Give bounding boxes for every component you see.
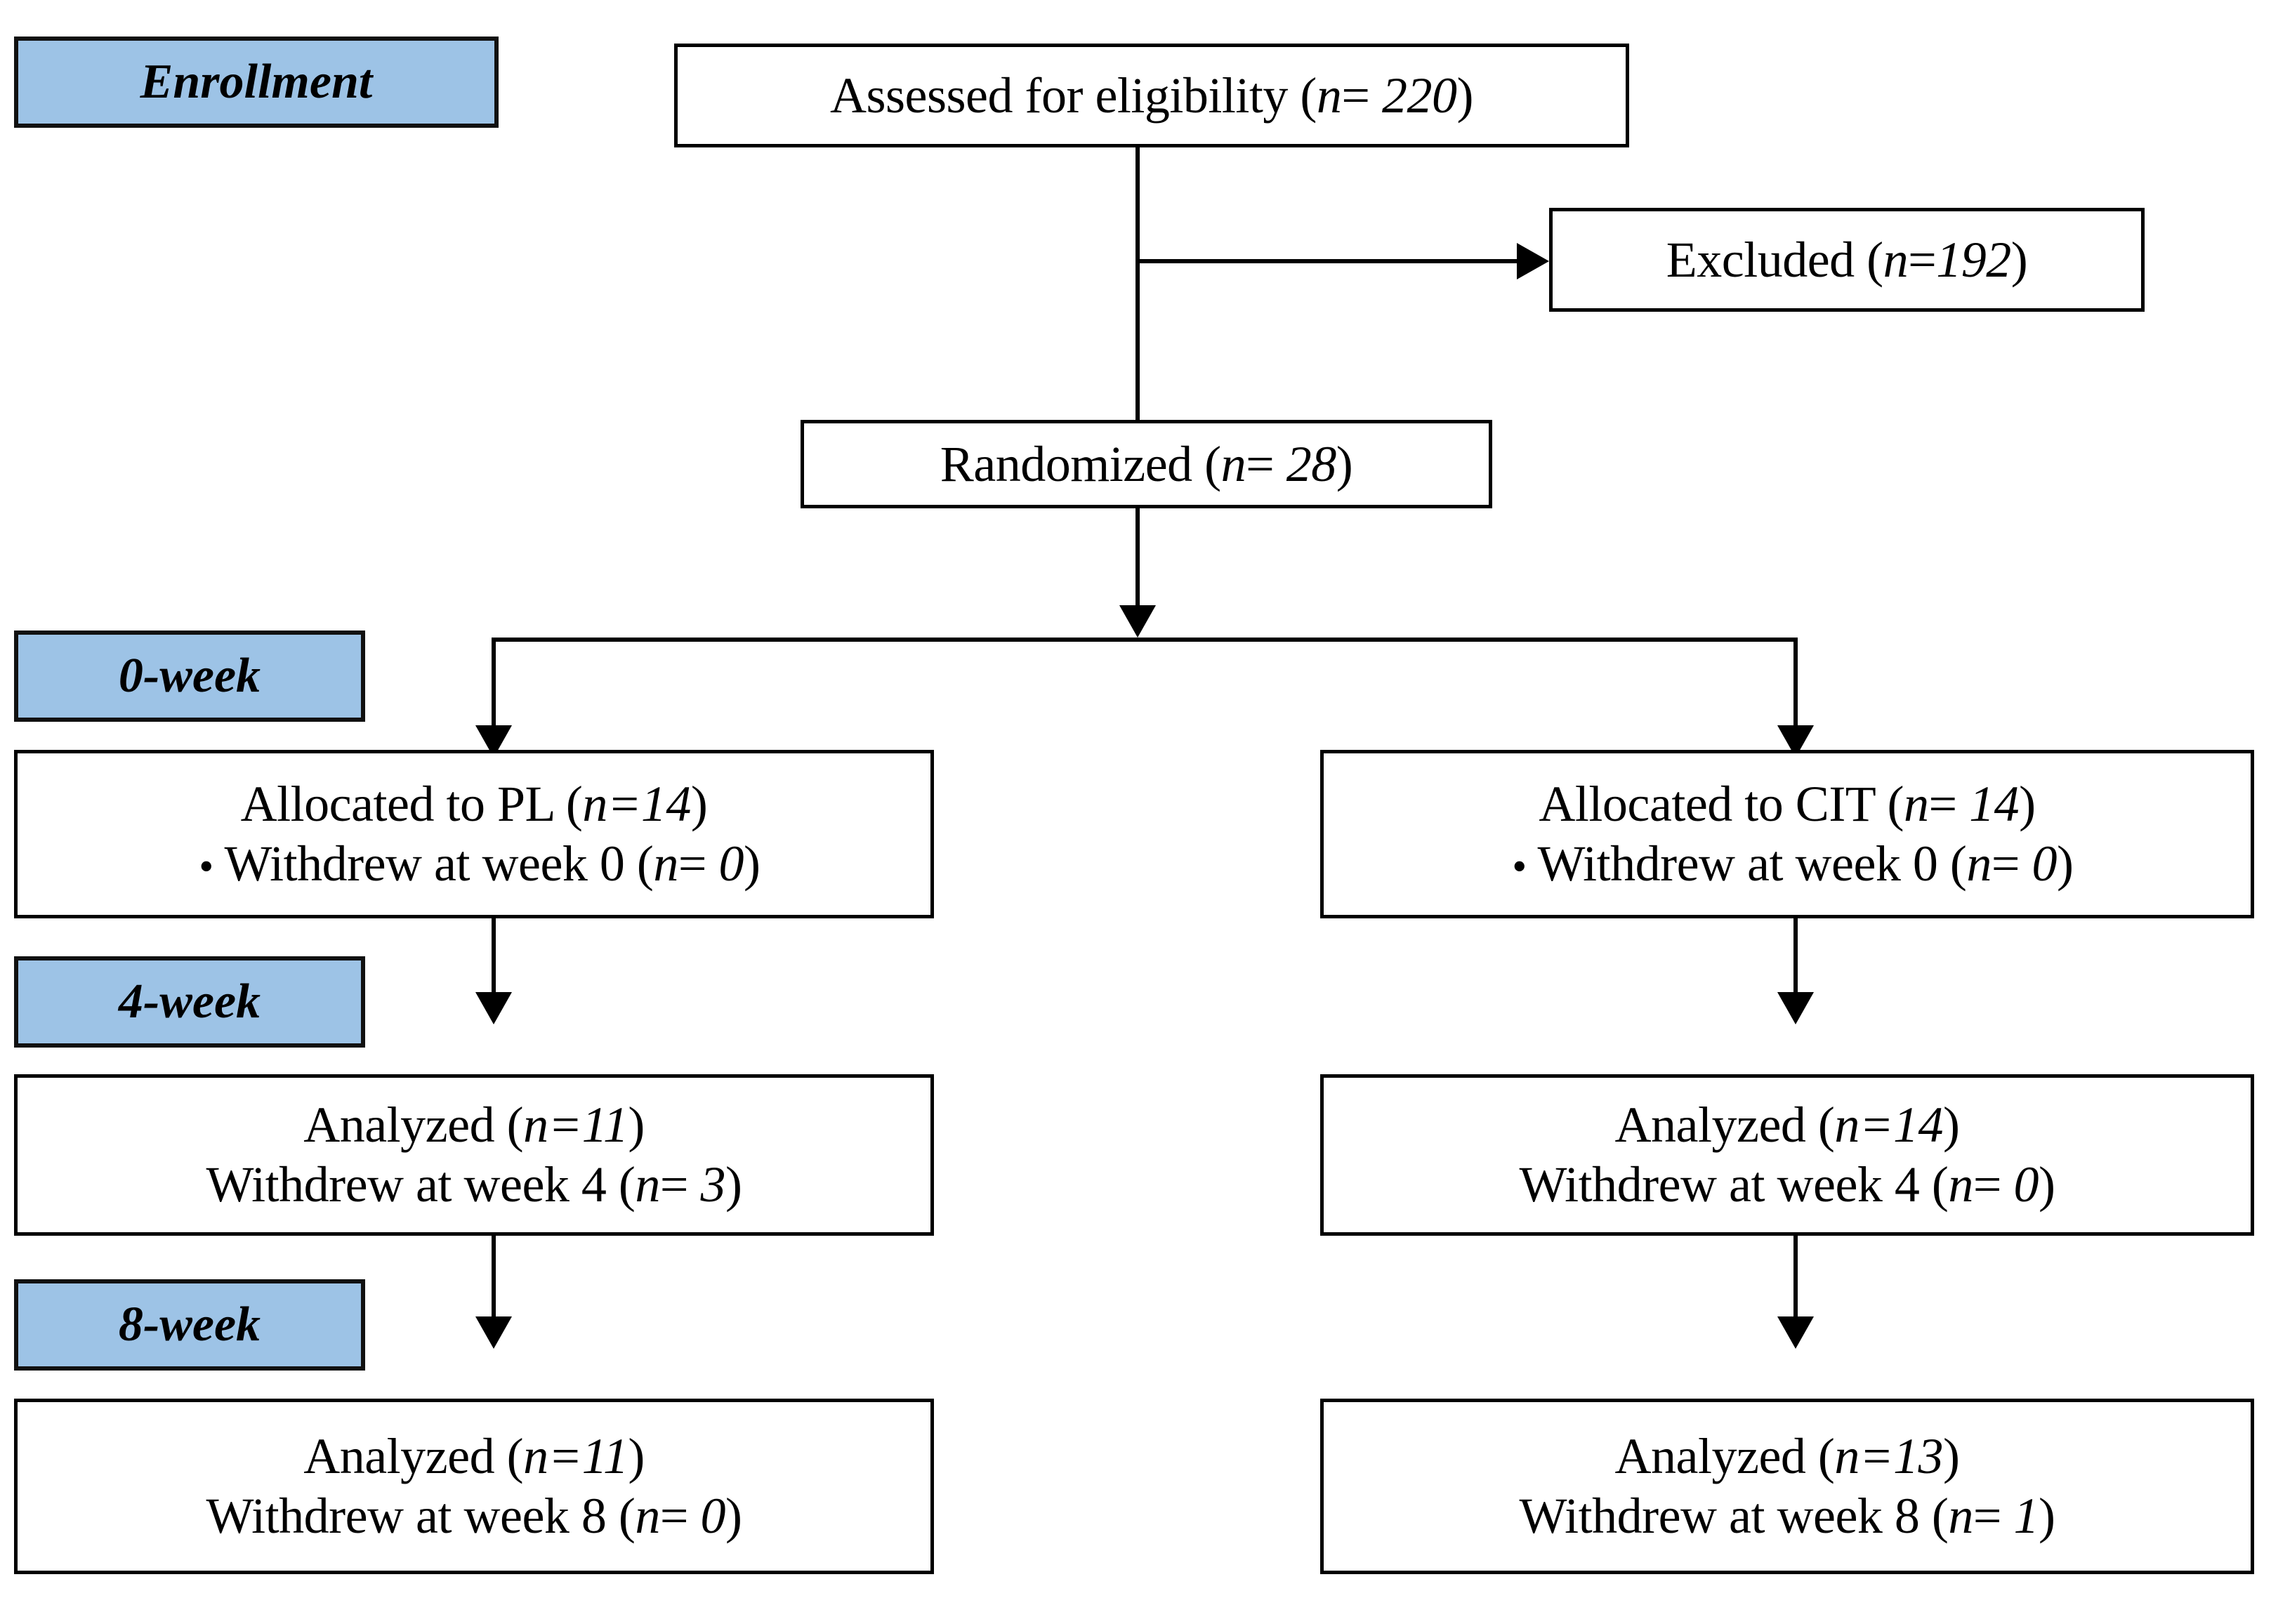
connector-cit-week4-to-week8 <box>1793 1236 1798 1323</box>
n-symbol: n <box>1316 67 1342 124</box>
node-pl-week4-line1: Analyzed (n=11) <box>303 1097 645 1154</box>
node-allocated-pl: Allocated to PL (n=14) •Withdrew at week… <box>14 750 934 918</box>
node-allocated-cit-line1: Allocated to CIT (n= 14) <box>1539 776 2036 833</box>
n-symbol: n <box>1883 231 1909 288</box>
bullet-icon: • <box>1512 843 1527 890</box>
node-cit-week8-line1: Analyzed (n=13) <box>1614 1428 1960 1485</box>
n-value: 1 <box>2013 1488 2039 1544</box>
node-excluded-text: Excluded (n=192) <box>1666 231 2028 288</box>
n-value: 0 <box>2013 1156 2039 1213</box>
n-symbol: n <box>1948 1156 1973 1213</box>
n-value: 14 <box>1892 1097 1944 1154</box>
connector-randomized-down <box>1136 504 1140 616</box>
n-symbol: n <box>582 776 607 833</box>
connector-assessed-to-randomized <box>1136 146 1140 427</box>
node-assessed-text: Assessed for eligibility (n= 220) <box>830 67 1474 124</box>
arrowhead-pl-week8 <box>475 1316 512 1349</box>
n-symbol: n <box>1834 1428 1859 1485</box>
connector-split-bar <box>492 638 1798 642</box>
n-value: 14 <box>1969 776 2020 833</box>
node-pl-week4-analyzed: Analyzed (n=11) Withdrew at week 4 (n= 3… <box>14 1074 934 1236</box>
node-allocated-pl-line1: Allocated to PL (n=14) <box>240 776 708 833</box>
n-value: 192 <box>1936 231 2011 288</box>
n-value: 11 <box>581 1428 628 1485</box>
stage-label-4-week: 4-week <box>14 956 365 1048</box>
n-symbol: n <box>1948 1488 1973 1544</box>
n-value: 11 <box>581 1097 628 1154</box>
node-cit-week4-line2: Withdrew at week 4 (n= 0) <box>1519 1156 2055 1213</box>
n-symbol: n <box>1903 776 1929 833</box>
arrowhead-randomized-down <box>1119 605 1156 638</box>
arrowhead-cit-week8 <box>1777 1316 1814 1349</box>
node-cit-week8-analyzed: Analyzed (n=13) Withdrew at week 8 (n= 1… <box>1320 1399 2254 1574</box>
stage-label-enrollment-text: Enrollment <box>140 55 373 109</box>
connector-pl-week4-to-week8 <box>492 1236 496 1323</box>
n-symbol: n <box>1834 1097 1859 1154</box>
connector-cit-week0-to-week4 <box>1793 911 1798 999</box>
n-symbol: n <box>1966 836 1992 892</box>
node-pl-week8-line2: Withdrew at week 8 (n= 0) <box>206 1488 742 1544</box>
n-value: 3 <box>700 1156 725 1213</box>
connector-to-excluded <box>1136 259 1518 263</box>
node-assessed-for-eligibility: Assessed for eligibility (n= 220) <box>674 44 1629 147</box>
node-allocated-cit-line2: •Withdrew at week 0 (n= 0) <box>1501 834 2074 894</box>
n-symbol: n <box>523 1428 548 1485</box>
node-randomized-text: Randomized (n= 28) <box>940 435 1353 492</box>
node-pl-week8-analyzed: Analyzed (n=11) Withdrew at week 8 (n= 0… <box>14 1399 934 1574</box>
arrowhead-to-excluded <box>1517 243 1549 279</box>
node-allocated-pl-line2-text: Withdrew at week 0 (n= 0) <box>224 836 761 892</box>
arrowhead-pl-week4 <box>475 992 512 1024</box>
n-value: 0 <box>700 1488 725 1544</box>
node-excluded: Excluded (n=192) <box>1549 208 2145 312</box>
n-symbol: n <box>523 1097 548 1154</box>
n-value: 14 <box>640 776 692 833</box>
stage-label-0-week: 0-week <box>14 631 365 722</box>
stage-label-0-week-text: 0-week <box>118 649 261 703</box>
connector-split-to-alloc-pl <box>492 638 496 739</box>
stage-label-8-week: 8-week <box>14 1279 365 1371</box>
node-pl-week4-line2: Withdrew at week 4 (n= 3) <box>206 1156 742 1213</box>
n-value: 28 <box>1286 435 1337 492</box>
node-allocated-cit: Allocated to CIT (n= 14) •Withdrew at we… <box>1320 750 2254 918</box>
n-symbol: n <box>635 1156 660 1213</box>
n-symbol: n <box>1220 435 1246 492</box>
n-symbol: n <box>653 836 678 892</box>
arrowhead-cit-week4 <box>1777 992 1814 1024</box>
node-cit-week8-line2: Withdrew at week 8 (n= 1) <box>1519 1488 2055 1544</box>
node-randomized: Randomized (n= 28) <box>801 420 1492 508</box>
n-symbol: n <box>635 1488 660 1544</box>
node-allocated-pl-line2: •Withdrew at week 0 (n= 0) <box>188 834 761 894</box>
connector-pl-week0-to-week4 <box>492 911 496 999</box>
n-value: 0 <box>718 836 744 892</box>
node-cit-week4-analyzed: Analyzed (n=14) Withdrew at week 4 (n= 0… <box>1320 1074 2254 1236</box>
bullet-icon: • <box>199 843 213 890</box>
node-allocated-cit-line2-text: Withdrew at week 0 (n= 0) <box>1537 836 2074 892</box>
stage-label-4-week-text: 4-week <box>118 975 261 1029</box>
n-value: 13 <box>1892 1428 1944 1485</box>
stage-label-8-week-text: 8-week <box>118 1298 261 1352</box>
node-pl-week8-line1: Analyzed (n=11) <box>303 1428 645 1485</box>
connector-split-to-alloc-cit <box>1793 638 1798 739</box>
n-value: 220 <box>1382 67 1457 124</box>
n-value: 0 <box>2032 836 2057 892</box>
stage-label-enrollment: Enrollment <box>14 37 499 128</box>
node-cit-week4-line1: Analyzed (n=14) <box>1614 1097 1960 1154</box>
